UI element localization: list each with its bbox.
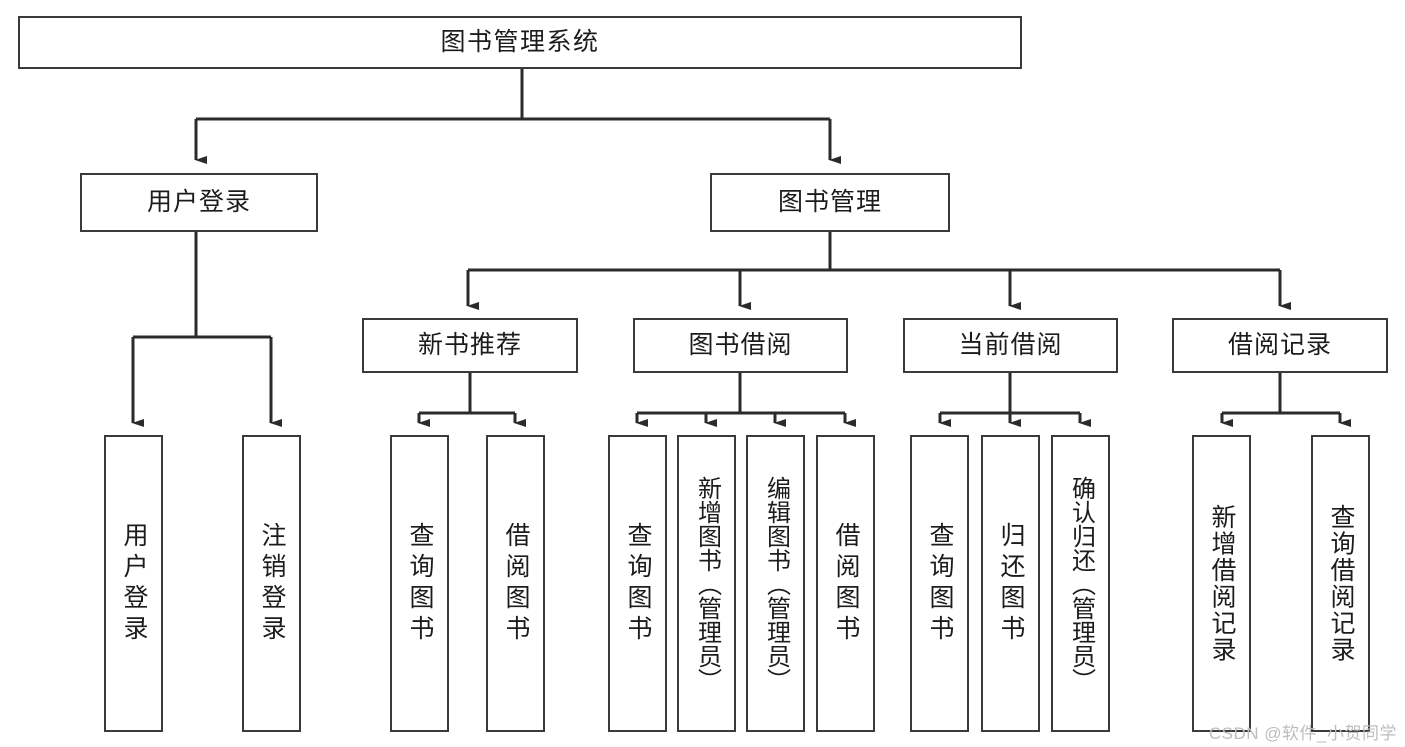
node-label: 查询图书: [406, 521, 434, 646]
node-label: 归还图书: [997, 521, 1025, 646]
node-label: 用户登录: [120, 521, 148, 646]
node-book-borrow[interactable]: 图书借阅: [633, 318, 848, 373]
node-label: 新书推荐: [417, 330, 522, 359]
node-label: 新增借阅记录: [1208, 504, 1236, 663]
node-label: 查询借阅记录: [1327, 504, 1355, 663]
leaf-confirm-return-admin[interactable]: 确认归还（管理员）: [1051, 435, 1110, 732]
node-book-management[interactable]: 图书管理: [710, 173, 950, 232]
node-label: 编辑图书（管理员）: [762, 475, 790, 692]
node-label: 当前借阅: [958, 330, 1063, 359]
node-label: 查询图书: [624, 521, 652, 646]
node-label: 图书借阅: [688, 330, 793, 359]
node-label: 用户登录: [146, 187, 251, 216]
node-label: 新增图书（管理员）: [693, 475, 721, 692]
leaf-query-borrow-record[interactable]: 查询借阅记录: [1311, 435, 1370, 732]
node-label: 图书管理系统: [440, 27, 600, 56]
node-label: 借阅图书: [502, 521, 530, 646]
leaf-user-login[interactable]: 用户登录: [104, 435, 163, 732]
leaf-edit-book-admin[interactable]: 编辑图书（管理员）: [746, 435, 805, 732]
node-borrow-record[interactable]: 借阅记录: [1172, 318, 1388, 373]
watermark: CSDN @软件_小贺同学: [1208, 724, 1397, 743]
leaf-borrow-book[interactable]: 借阅图书: [816, 435, 875, 732]
leaf-add-book-admin[interactable]: 新增图书（管理员）: [677, 435, 736, 732]
node-label: 图书管理: [777, 187, 882, 216]
leaf-query-book-borrow[interactable]: 查询图书: [608, 435, 667, 732]
leaf-borrow-book-recommend[interactable]: 借阅图书: [486, 435, 545, 732]
leaf-logout[interactable]: 注销登录: [242, 435, 301, 732]
node-label: 查询图书: [926, 521, 954, 646]
leaf-query-book-current[interactable]: 查询图书: [910, 435, 969, 732]
node-root-system[interactable]: 图书管理系统: [18, 16, 1022, 69]
node-new-book-recommend[interactable]: 新书推荐: [362, 318, 578, 373]
node-current-borrow[interactable]: 当前借阅: [903, 318, 1118, 373]
leaf-add-borrow-record[interactable]: 新增借阅记录: [1192, 435, 1251, 732]
leaf-return-book[interactable]: 归还图书: [981, 435, 1040, 732]
node-label: 借阅记录: [1227, 330, 1332, 359]
node-label: 借阅图书: [832, 521, 860, 646]
node-label: 确认归还（管理员）: [1067, 475, 1095, 692]
node-user-login[interactable]: 用户登录: [80, 173, 318, 232]
node-label: 注销登录: [258, 521, 286, 646]
leaf-query-book-recommend[interactable]: 查询图书: [390, 435, 449, 732]
